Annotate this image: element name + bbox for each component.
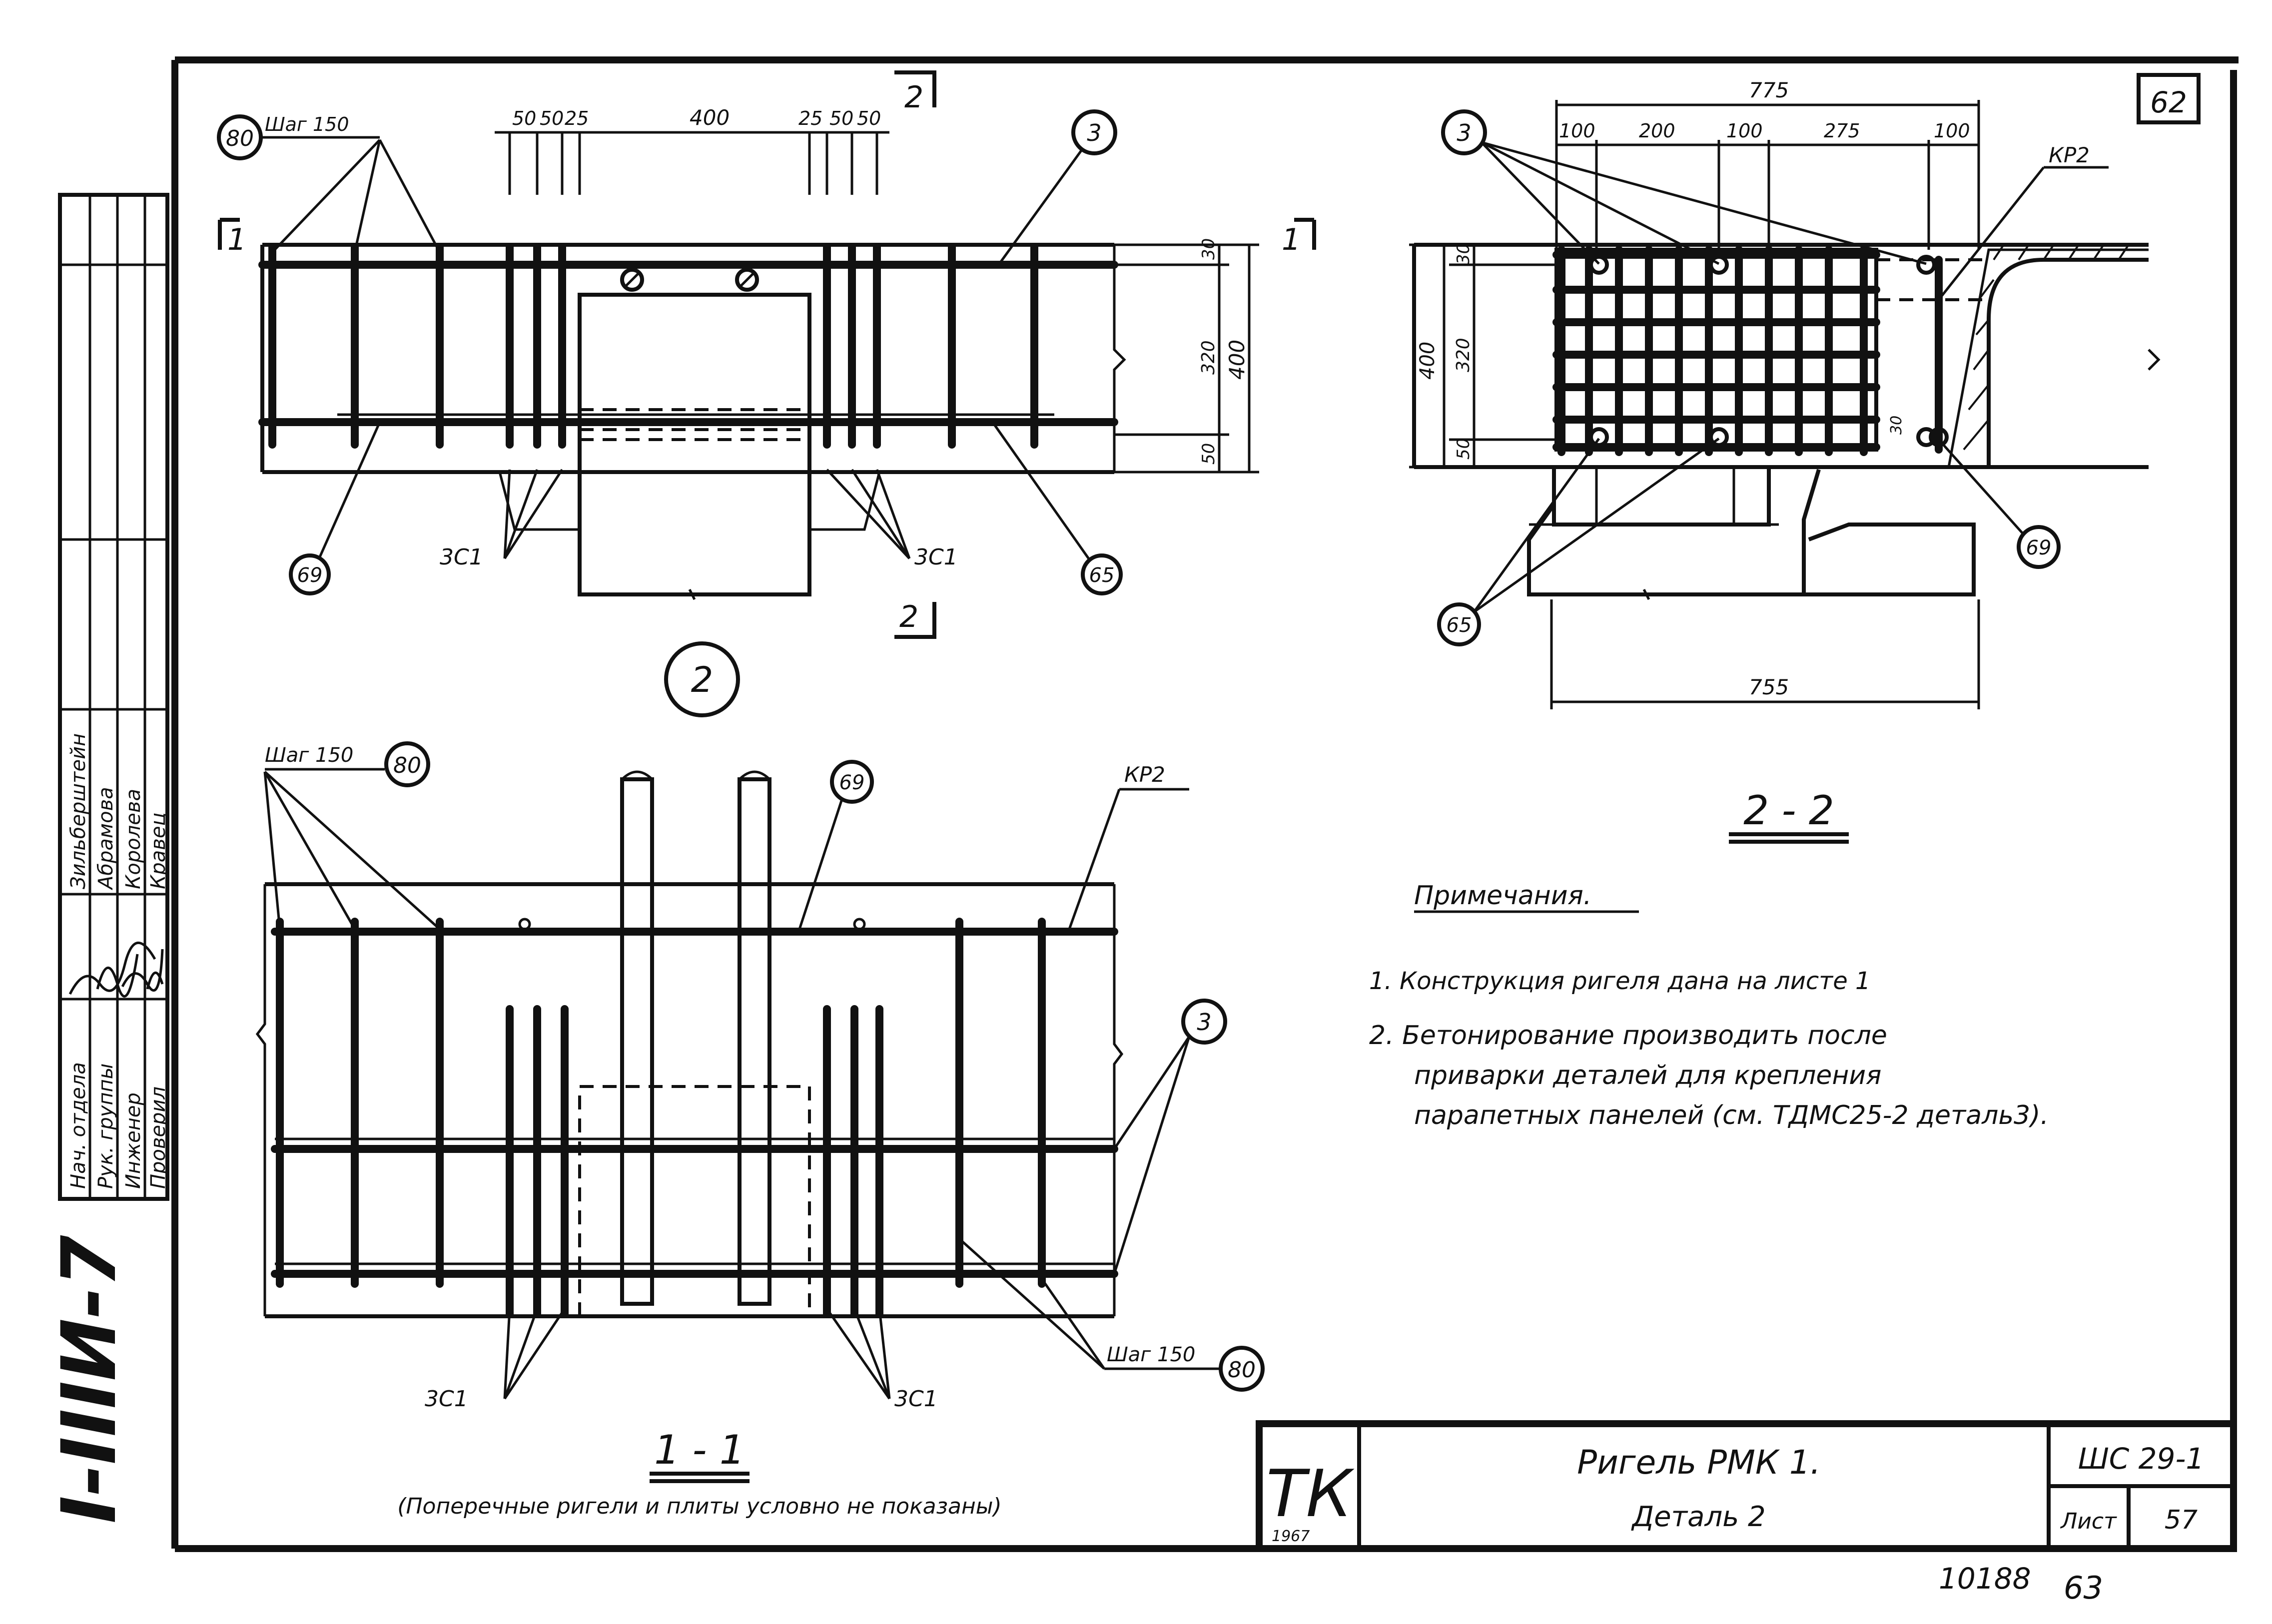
step-note-bottom: Шаг 150 <box>1107 1343 1195 1366</box>
dim-side-320: 320 <box>1198 340 1219 375</box>
callout-69: 69 <box>297 564 323 587</box>
section-1-1-label: 1 - 1 <box>654 1427 745 1473</box>
dim-top-7: 50 <box>857 107 881 129</box>
notes-heading: Примечания. <box>1414 881 1591 911</box>
dim-top-5: 25 <box>798 107 822 129</box>
note-2-cont-1: приварки деталей для крепления <box>1414 1061 1881 1090</box>
staff-role-4: Проверил <box>147 1086 170 1189</box>
dim-100a: 100 <box>1559 120 1595 142</box>
cut-1-left: 1 <box>227 222 246 257</box>
callout-3-11: 3 <box>1197 1009 1211 1036</box>
section-2-2-label: 2 - 2 <box>1743 787 1834 834</box>
sheet-frame <box>171 56 2239 1552</box>
kp2-11: КР2 <box>1124 762 1165 787</box>
dim-775: 775 <box>1749 78 1789 102</box>
dim-275: 275 <box>1824 120 1860 142</box>
note-2: 2. Бетонирование производить после <box>1369 1021 1887 1051</box>
dim-400-22: 400 <box>1416 342 1439 380</box>
stamp-year: 1967 <box>1272 1528 1310 1545</box>
step-note-top: Шаг 150 <box>265 744 353 767</box>
dim-50-22: 50 <box>1454 438 1474 460</box>
dim-top-1: 50 <box>512 107 536 129</box>
stirrups-section-1-1 <box>276 918 1046 1318</box>
staff-name-4: Кравец <box>147 812 170 889</box>
dim-side-50: 50 <box>1199 443 1219 465</box>
callout-80b: 80 <box>1228 1357 1256 1383</box>
kp2-22: КР2 <box>2049 143 2090 167</box>
dim-top-4: 400 <box>690 105 730 130</box>
section-2-2-view: 775 100 200 100 275 100 400 30 320 50 30… <box>1409 78 2161 844</box>
dim-100b: 100 <box>1726 120 1763 142</box>
section-1-1-caption: (Поперечные ригели и плиты условно не по… <box>397 1494 1001 1519</box>
title-sub: Деталь 2 <box>1630 1501 1765 1533</box>
dim-100c: 100 <box>1934 120 1970 142</box>
stamp-org: ТК <box>1266 1456 1355 1532</box>
dim-top-6: 50 <box>829 107 853 129</box>
cut-2-top: 2 <box>904 80 923 115</box>
zc1-right: 3С1 <box>914 544 958 570</box>
title-block: ТК 1967 Ригель РМК 1. Деталь 2 ШС 29-1 Л… <box>1256 1420 2237 1552</box>
zc1-left: 3С1 <box>440 544 483 570</box>
staff-role-2: Рук. группы <box>94 1064 117 1189</box>
section-1-1-view: 1 - 1 (Поперечные ригели и плиты условно… <box>255 741 1265 1519</box>
zc1-left-11: 3С1 <box>425 1386 468 1412</box>
title-main: Ригель РМК 1. <box>1577 1443 1821 1482</box>
dim-30-22: 30 <box>1454 243 1474 265</box>
staff-name-1: Зильберштейн <box>67 733 90 889</box>
callout-80a: 80 <box>393 753 421 778</box>
stirrups-section-2 <box>268 243 1038 449</box>
dim-side-400: 400 <box>1225 340 1249 380</box>
cut-2-bottom: 2 <box>899 599 918 634</box>
note-1: 1. Конструкция ригеля дана на листе 1 <box>1369 967 1871 995</box>
doc-code: ШС 29-1 <box>2078 1442 2205 1476</box>
view-circle-label: 2 <box>691 659 714 700</box>
note-2-cont-2: парапетных панелей (см. ТДМС25-2 деталь3… <box>1414 1100 2049 1130</box>
dim-320-22: 320 <box>1453 338 1474 372</box>
sheet-label: 62 <box>2150 85 2187 119</box>
archive-number: 10188 <box>1939 1562 2031 1596</box>
series-mark: I-IIIИ-7 <box>46 1235 133 1524</box>
dim-top-2: 50 <box>540 107 564 129</box>
staff-name-2: Абрамова <box>94 787 117 891</box>
callout-65-22: 65 <box>1447 614 1472 637</box>
step-note: Шаг 150 <box>265 113 349 135</box>
section-2-view: 50 50 25 400 25 50 50 30 320 400 50 1 1 … <box>217 70 1316 717</box>
dim-755: 755 <box>1749 675 1789 699</box>
staff-name-3: Королева <box>122 789 145 889</box>
cut-1-right: 1 <box>1282 222 1301 257</box>
page-number: 63 <box>2064 1570 2103 1606</box>
callout-3: 3 <box>1087 119 1101 146</box>
staff-role-1: Нач. отдела <box>67 1062 90 1189</box>
dim-top-3: 25 <box>565 107 589 129</box>
callout-69-11: 69 <box>839 771 865 794</box>
sheet-word: Лист <box>2060 1509 2117 1534</box>
callout-65: 65 <box>1089 564 1115 587</box>
dim-side-30: 30 <box>1199 238 1219 260</box>
callout-69-22: 69 <box>2026 537 2052 559</box>
hatch-slab <box>1963 244 2130 451</box>
sheet-label-box: 62 <box>2137 73 2201 124</box>
signatures <box>68 942 164 998</box>
sheet-number: 57 <box>2165 1505 2198 1535</box>
dim-30b-22: 30 <box>1888 416 1905 435</box>
callout-80: 80 <box>226 126 254 151</box>
mesh-grid <box>1552 246 1880 456</box>
callout-3-22: 3 <box>1457 119 1471 146</box>
zc1-right-11: 3С1 <box>894 1386 938 1412</box>
staff-strip: Нач. отдела Рук. группы Инженер Проверил… <box>58 193 170 1201</box>
dim-200: 200 <box>1639 120 1675 142</box>
notes-block: Примечания. 1. Конструкция ригеля дана н… <box>1369 881 2049 1130</box>
staff-role-3: Инженер <box>122 1092 145 1189</box>
